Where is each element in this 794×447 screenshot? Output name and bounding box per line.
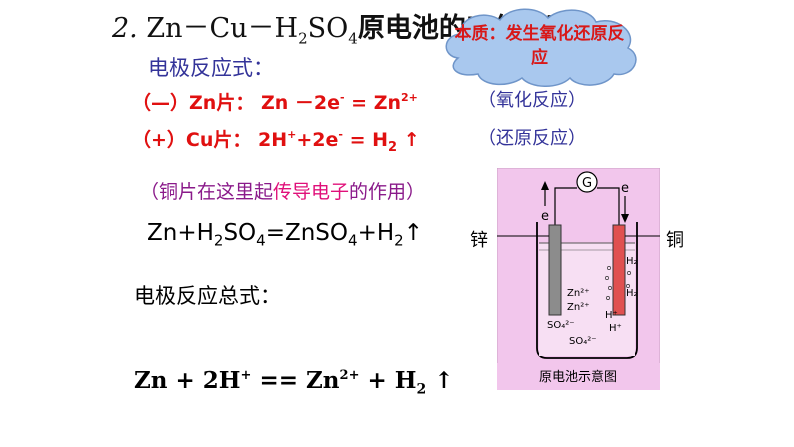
left-wire (554, 187, 577, 225)
gas-arrow-icon: ↑ (397, 129, 420, 151)
copper-electrode (612, 224, 626, 316)
ionic-eq-sup-1: + (240, 368, 252, 383)
positive-eq-part-c: = H (342, 129, 389, 151)
ion-label-zn-1: Zn²⁺ (567, 288, 589, 299)
copper-role-highlight: 传导电子 (273, 181, 350, 203)
overall-eq-d: +H (357, 220, 395, 246)
negative-eq-sup-1: - (339, 91, 345, 104)
gas-label-h2-1: H₂ (626, 256, 638, 267)
positive-sign: （+） (132, 129, 186, 151)
positive-electrode-equation: （+）Cu片： 2H++2e- = H2 ↑ (132, 125, 420, 155)
copper-role-note: （铜片在这里起传导电子的作用） (140, 177, 425, 204)
overall-eq-s4: 2 (394, 231, 404, 250)
galvanometer-icon (576, 171, 598, 193)
negative-eq-sup-2: 2+ (401, 91, 418, 104)
copper-label: 铜 (666, 230, 684, 251)
beaker (536, 222, 638, 359)
total-reaction-label: 电极反应总式： (134, 284, 281, 308)
positive-eq-sub: 2 (388, 139, 398, 155)
cloud-shape (445, 8, 637, 87)
negative-eq-part-b: = Zn (344, 92, 402, 114)
negative-electrode-equation: （—）Zn片： Zn －2e- = Zn2+ (132, 88, 418, 115)
title-formula-a: Zn－Cu－H (146, 13, 299, 44)
ionic-eq-sup-2: 2+ (339, 368, 360, 383)
right-wire (597, 187, 620, 225)
caption-band (497, 363, 660, 390)
gas-arrow-icon: ↑ (403, 220, 423, 246)
cloud-callout (445, 8, 637, 87)
title-formula-b: SO (307, 13, 349, 44)
copper-role-part-b: 的作用） (349, 181, 426, 203)
electron-left-label: e (541, 209, 549, 224)
ion-label-so4-1: SO₄²⁻ (547, 320, 575, 331)
electron-right-label: e (621, 181, 629, 196)
positive-eq-part-a: 2H (258, 129, 288, 151)
title-number: 2. (112, 13, 138, 44)
ion-label-zn-2: Zn²⁺ (567, 302, 589, 313)
positive-eq-sup-1: + (287, 128, 297, 141)
cloud-text: 本质：发生氧化还原反应 (454, 24, 625, 68)
overall-eq-s1: 2 (213, 231, 224, 250)
title-sub-4: 4 (348, 29, 358, 48)
overall-eq-b: SO (223, 220, 257, 246)
negative-sign: （—） (132, 92, 190, 114)
title-sub-2: 2 (298, 29, 308, 48)
electrode-reaction-label: 电极反应式： (148, 56, 274, 80)
overall-eq-a: Zn+H (147, 220, 214, 246)
electron-arrow-down-head-icon (621, 214, 629, 223)
ionic-eq-b: == Zn (251, 367, 340, 394)
positive-eq-sup-2: - (338, 128, 343, 141)
negative-eq-part-a: Zn －2e (260, 92, 340, 114)
overall-eq-s3: 4 (348, 231, 358, 250)
copper-role-part-a: （铜片在这里起 (140, 181, 274, 203)
ion-label-so4-2: SO₄²⁻ (569, 336, 597, 347)
overall-eq-s2: 4 (256, 231, 266, 250)
positive-electrode-name: Cu片： (185, 129, 252, 151)
gas-arrow-icon: ↑ (426, 367, 454, 394)
negative-electrode-name: Zn片： (189, 92, 255, 114)
overall-chemical-equation: Zn+H2SO4=ZnSO4+H2↑ (147, 220, 423, 250)
ion-label-h-2: H⁺ (609, 323, 622, 334)
ionic-eq-a: Zn + 2H (134, 367, 241, 394)
galvanic-cell-diagram: G e e Zn²⁺ Zn²⁺ SO₄²⁻ SO₄²⁻ H⁺ H⁺ H₂ H₂ … (497, 168, 660, 390)
ion-label-h-1: H⁺ (605, 310, 618, 321)
positive-eq-part-b: +2e (296, 129, 339, 151)
reduction-note: （还原反应） (478, 128, 586, 149)
electron-arrow-up-head-icon (541, 181, 549, 190)
hydrogen-bubbles (605, 266, 631, 300)
gas-label-h2-2: H₂ (626, 288, 638, 299)
galvanometer-label: G (582, 176, 592, 191)
zinc-label: 锌 (470, 230, 488, 251)
ionic-eq-sub: 2 (416, 381, 427, 398)
diagram-caption: 原电池示意图 (539, 369, 617, 385)
zinc-electrode (548, 224, 562, 316)
oxidation-note: （氧化反应） (478, 90, 586, 111)
ionic-equation: Zn + 2H+ == Zn2+ + H2 ↑ (134, 367, 454, 398)
ionic-eq-c: + H (359, 367, 417, 394)
overall-eq-c: =ZnSO (265, 220, 349, 246)
